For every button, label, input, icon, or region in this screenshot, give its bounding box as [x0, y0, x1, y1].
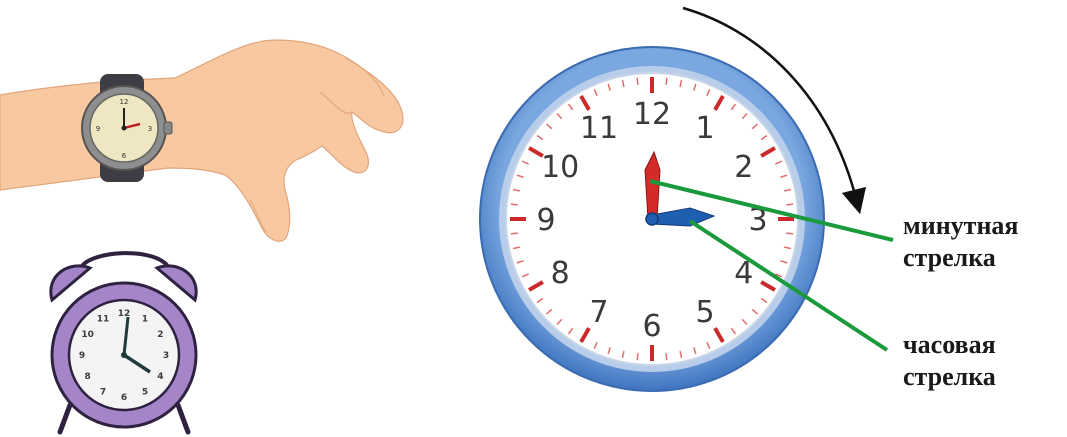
- wristwatch-numeral: 6: [122, 152, 127, 160]
- minute-hand-label-line1: минутная: [903, 211, 1019, 240]
- clock-numeral: 1: [695, 111, 714, 146]
- hand-skin: [0, 40, 403, 241]
- alarm-clock-numeral: 2: [157, 330, 163, 340]
- alarm-clock-numeral: 1: [142, 315, 148, 325]
- minute-tick: [786, 204, 793, 205]
- clock-numeral: 5: [695, 295, 714, 330]
- clock-numeral: 11: [580, 111, 618, 146]
- watch-crown: [164, 122, 172, 134]
- clock-numeral: 6: [642, 309, 661, 344]
- clock-numeral: 8: [551, 256, 570, 291]
- clock-numeral: 9: [536, 203, 555, 238]
- wristwatch-numeral: 3: [148, 125, 152, 133]
- alarm-clock-numeral: 9: [79, 351, 85, 361]
- alarm-clock-numeral: 4: [157, 372, 163, 382]
- minute-tick: [511, 204, 518, 205]
- wristwatch-numeral: 9: [96, 125, 100, 133]
- wristwatch-illustration: 12 3 6 9: [0, 40, 403, 241]
- clock-numeral: 7: [589, 295, 608, 330]
- alarm-clock-numeral: 8: [84, 372, 90, 382]
- alarm-clock-numeral: 3: [163, 351, 169, 361]
- clock-numeral: 2: [734, 150, 753, 185]
- hour-hand-label-line2: стрелка: [903, 362, 996, 391]
- minute-tick: [637, 78, 638, 85]
- alarm-clock-numeral: 11: [97, 315, 110, 325]
- alarm-clock-numeral: 10: [81, 330, 94, 340]
- minute-tick: [666, 78, 667, 85]
- minute-tick: [637, 353, 638, 360]
- minute-hand-label-line2: стрелка: [903, 243, 996, 272]
- hour-hand-label-line1: часовая: [903, 330, 996, 359]
- wristwatch-numeral: 12: [120, 98, 129, 106]
- clock-center-pin: [646, 213, 658, 225]
- clock-numeral: 12: [633, 97, 671, 132]
- alarm-clock-numeral: 7: [100, 387, 106, 397]
- minute-tick: [786, 233, 793, 234]
- clock-numeral: 10: [541, 150, 579, 185]
- minute-tick: [511, 233, 518, 234]
- minute-tick: [666, 353, 667, 360]
- main-clock: 121234567891011: [480, 47, 824, 391]
- alarm-clock-numeral: 6: [121, 393, 127, 403]
- alarm-clock-numeral: 5: [142, 387, 148, 397]
